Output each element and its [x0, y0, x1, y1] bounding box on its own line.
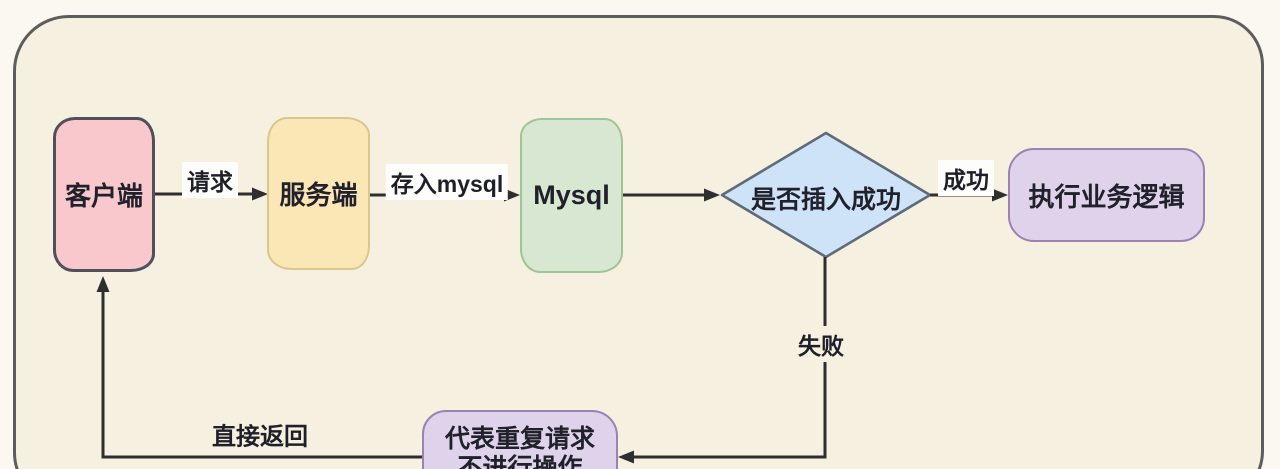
- node-client: 客户端: [53, 117, 155, 272]
- node-mysql-label: Mysql: [533, 180, 610, 210]
- edge-return-arrowhead: [96, 276, 110, 292]
- node-duplicate-label-line2: 不进行操作: [457, 454, 583, 469]
- edge-return-line: [101, 291, 422, 459]
- node-duplicate: 代表重复请求 不进行操作: [422, 410, 618, 469]
- edge-fail-label: 失败: [793, 326, 849, 362]
- node-business: 执行业务逻辑: [1008, 148, 1205, 242]
- node-business-label: 执行业务逻辑: [1028, 181, 1185, 212]
- edge-check-arrowhead: [704, 188, 720, 202]
- node-mysql: Mysql: [520, 118, 623, 273]
- edge-success-label: 成功: [938, 160, 994, 196]
- node-decision-label: 是否插入成功: [750, 186, 901, 214]
- node-duplicate-label-line1: 代表重复请求: [444, 425, 595, 453]
- edge-return-label: 直接返回: [207, 415, 313, 453]
- node-server: 服务端: [267, 117, 370, 270]
- edge-fail-line: [632, 257, 827, 459]
- canvas-sheet: [13, 15, 1264, 469]
- edge-fail-arrowhead: [618, 450, 634, 464]
- node-server-label: 服务端: [279, 180, 358, 210]
- edge-request-label: 请求: [182, 162, 238, 198]
- edge-success-arrowhead: [992, 188, 1008, 202]
- node-duplicate-label: 代表重复请求 不进行操作: [445, 425, 595, 469]
- edge-request-arrowhead: [252, 187, 268, 201]
- node-client-label: 客户端: [64, 181, 143, 211]
- edge-store-label: 存入mysql: [385, 164, 509, 200]
